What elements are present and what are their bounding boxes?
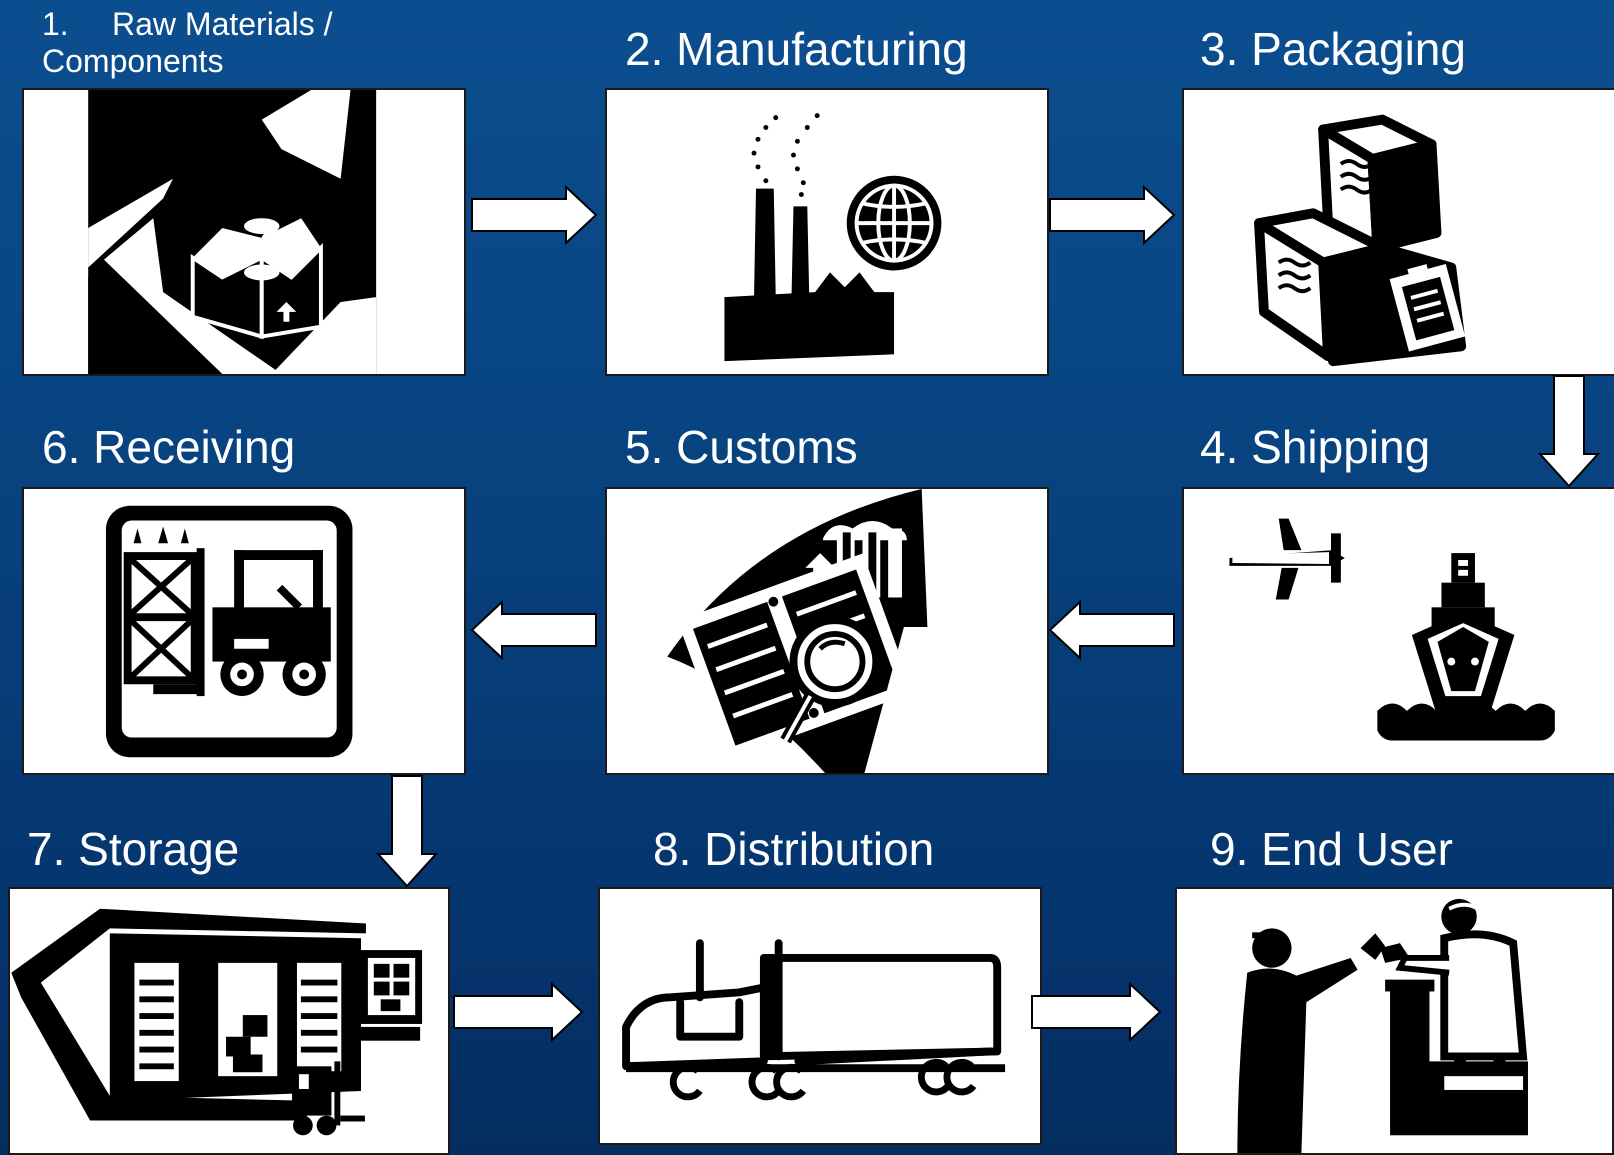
step-3-number: 3.	[1200, 23, 1239, 75]
arrow-2-to-3	[1048, 185, 1176, 245]
step-4-panel	[1182, 487, 1614, 775]
arrow-7-to-8	[452, 982, 584, 1042]
step-7-text: Storage	[78, 823, 240, 875]
step-7-panel	[8, 887, 450, 1155]
step-2-label: 2. Manufacturing	[625, 26, 968, 72]
step-4-label: 4. Shipping	[1200, 424, 1430, 470]
step-8-label: 8. Distribution	[653, 826, 934, 872]
step-1-label: 1.Raw Materials / Components	[42, 6, 402, 80]
step-8-number: 8.	[653, 823, 692, 875]
step-2-text: Manufacturing	[676, 23, 968, 75]
step-5-text: Customs	[676, 421, 858, 473]
step-4-number: 4.	[1200, 421, 1239, 473]
arrow-5-to-6	[470, 600, 598, 660]
step-7-label: 7. Storage	[27, 826, 239, 872]
step-6-panel	[22, 487, 466, 775]
step-1-number: 1.	[42, 6, 69, 42]
step-9-number: 9.	[1210, 823, 1249, 875]
forklift-rack-icon	[105, 505, 353, 758]
customer-counter-icon	[1237, 898, 1528, 1153]
step-8-text: Distribution	[704, 823, 935, 875]
step-7-number: 7.	[27, 823, 66, 875]
step-3-label: 3. Packaging	[1200, 26, 1466, 72]
clerk-figure-icon	[1395, 898, 1528, 1116]
step-8-panel	[598, 887, 1042, 1145]
step-6-label: 6. Receiving	[42, 424, 295, 470]
warehouse-icon	[11, 908, 423, 1136]
step-1-panel	[22, 88, 466, 376]
customer-figure-icon	[1237, 928, 1358, 1153]
step-6-text: Receiving	[93, 421, 296, 473]
step-6-number: 6.	[42, 421, 81, 473]
step-3-text: Packaging	[1251, 23, 1466, 75]
step-9-label: 9. End User	[1210, 826, 1453, 872]
step-1-text: Raw Materials / Components	[42, 6, 333, 79]
counter-icon	[1385, 979, 1528, 1136]
open-box-icon	[88, 90, 377, 374]
arrow-3-to-4	[1538, 374, 1600, 488]
arrow-6-to-7	[376, 774, 438, 888]
semi-truck-icon	[622, 939, 1006, 1101]
step-2-panel	[605, 88, 1049, 376]
step-2-number: 2.	[625, 23, 664, 75]
step-9-panel	[1175, 887, 1614, 1155]
arrow-1-to-2	[470, 185, 598, 245]
document-magnifier-icon	[667, 489, 934, 773]
forklift-icon	[292, 1061, 365, 1136]
step-3-panel	[1182, 88, 1614, 376]
stacked-boxes-icon	[1254, 114, 1467, 367]
arrow-8-to-9	[1030, 982, 1162, 1042]
factory-globe-icon	[724, 113, 942, 362]
step-5-label: 5. Customs	[625, 424, 858, 470]
step-4-text: Shipping	[1251, 421, 1431, 473]
arrow-4-to-5	[1048, 600, 1176, 660]
step-5-panel	[605, 487, 1049, 775]
step-9-text: End User	[1261, 823, 1453, 875]
ship-plane-icon	[1229, 518, 1555, 741]
step-5-number: 5.	[625, 421, 664, 473]
